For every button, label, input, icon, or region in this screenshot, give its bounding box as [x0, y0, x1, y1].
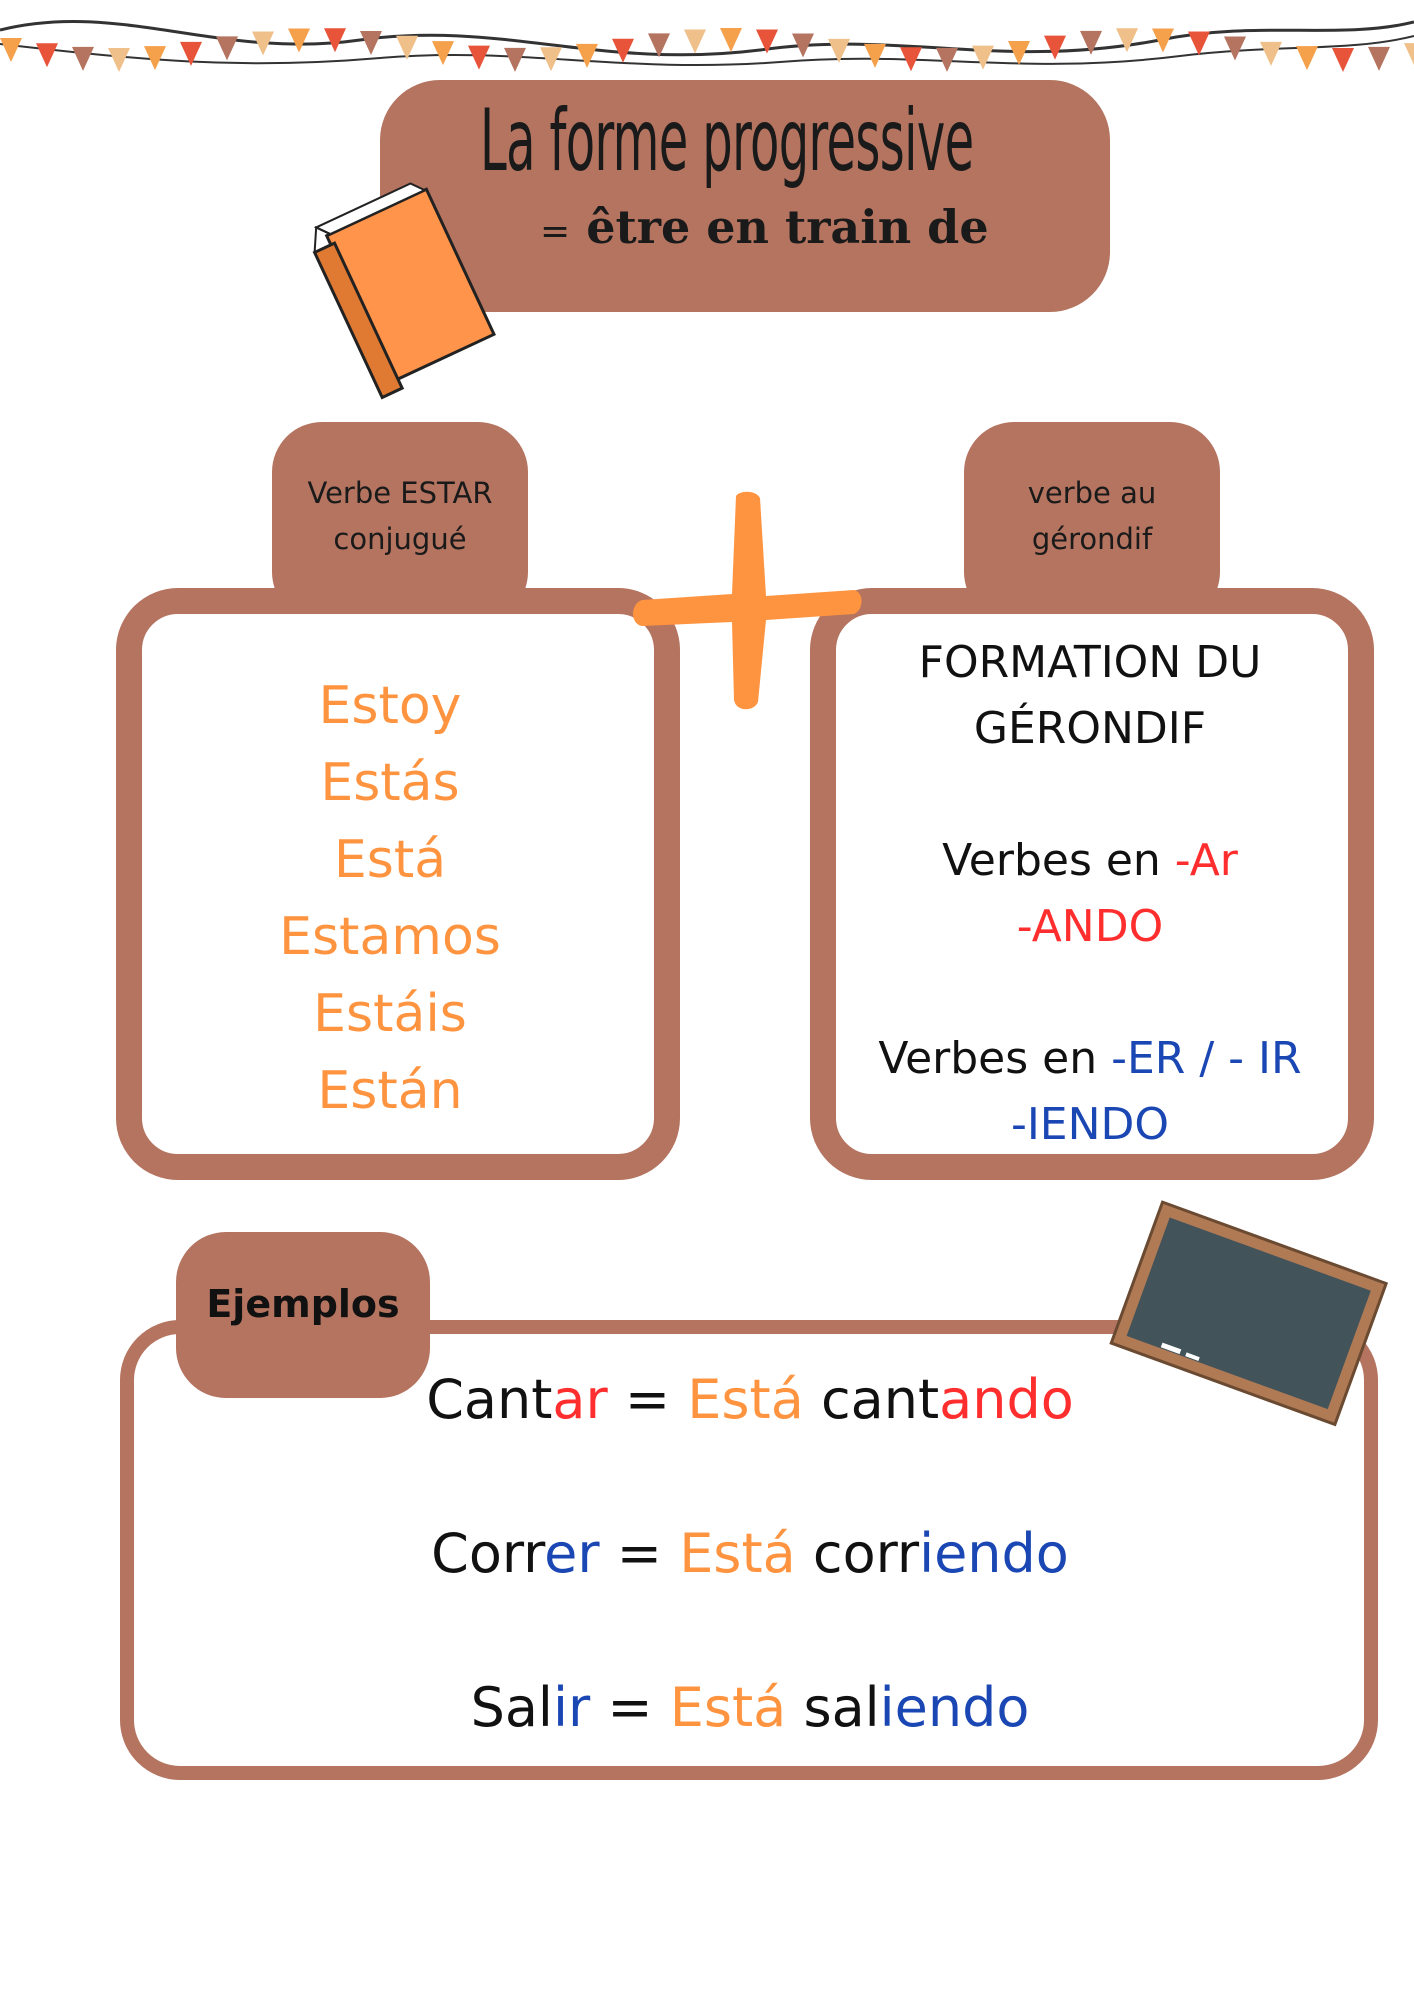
example-stem: Cant [426, 1368, 553, 1431]
conjugation-item: Están [317, 1061, 463, 1121]
page-title: La forme progressive [480, 91, 974, 191]
bunting-flag [1188, 31, 1210, 56]
bunting-flag [972, 45, 994, 70]
example-space [786, 1676, 803, 1739]
example-equals: = [590, 1676, 670, 1739]
bunting-flag [432, 41, 454, 66]
book-icon [312, 182, 496, 400]
conjugation-list: Estoy Estás Está Estamos Estáis Están [240, 668, 540, 1130]
formation-text: FORMATION DU GÉRONDIF Verbes en -Ar -AND… [840, 630, 1340, 1158]
example-gerund-stem: cant [820, 1368, 940, 1431]
example-aux: Está [669, 1676, 787, 1739]
formation-heading-line1: FORMATION DU [918, 637, 1262, 688]
example-space [796, 1522, 813, 1585]
ar-rule-prefix: Verbes en [942, 835, 1175, 886]
bunting-flag [1296, 46, 1318, 71]
conjugation-card [116, 588, 680, 1180]
bunting-flag [180, 41, 202, 66]
ar-rule: Verbes en -Ar [840, 828, 1340, 894]
bunting-flag [468, 45, 490, 70]
example-gerund-ending: ando [939, 1368, 1074, 1431]
bunting-flag [576, 43, 598, 68]
example-gerund-ending: iendo [919, 1522, 1069, 1585]
examples-label: Ejemplos [206, 1282, 400, 1326]
chalkboard-icon [1109, 1200, 1388, 1427]
example-gerund-stem: sal [803, 1676, 880, 1739]
example-gerund-stem: corr [812, 1522, 920, 1585]
bunting-flag [1368, 46, 1390, 71]
formation-card [810, 588, 1374, 1180]
bunting-flag [252, 31, 274, 56]
example-ending: er [544, 1522, 600, 1585]
bunting-flag [144, 46, 166, 71]
bunting-flag [900, 47, 922, 72]
bunting-flag [684, 29, 706, 54]
bunting-flag [1044, 35, 1066, 60]
bunting-flag [360, 30, 382, 55]
bunting-flag [792, 33, 814, 58]
bunting-flag [1224, 36, 1246, 61]
bunting-flag [72, 46, 94, 71]
bunting-decoration [0, 19, 1414, 72]
bunting-flag [756, 29, 778, 54]
example-gerund-ending: iendo [879, 1676, 1030, 1739]
estar-tab-line1: Verbe ESTAR [307, 476, 493, 510]
er-rule-prefix: Verbes en [878, 1033, 1112, 1084]
conjugation-item: Estáis [313, 984, 467, 1044]
bunting-flag [396, 35, 418, 60]
conjugation-item: Está [333, 830, 447, 890]
example-equals: = [607, 1368, 688, 1431]
example-line: Cantar = Está cantando [200, 1368, 1300, 1431]
conjugation-item: Estoy [318, 676, 462, 736]
ar-ending: -Ar [1174, 835, 1238, 886]
page-subtitle: = être en train de [540, 200, 989, 254]
bunting-flag [612, 38, 634, 63]
bunting-flag [1152, 28, 1174, 53]
bunting-flag [504, 47, 526, 72]
example-space [804, 1368, 821, 1431]
example-ending: ar [552, 1368, 608, 1431]
bunting-flag [864, 43, 886, 68]
bunting-flag [1260, 41, 1282, 66]
bunting-flag [936, 47, 958, 72]
gerund-tab-line2: gérondif [1031, 522, 1153, 556]
formation-heading-line2: GÉRONDIF [973, 703, 1207, 754]
gerund-tab-line1: verbe au [1027, 476, 1157, 510]
example-equals: = [599, 1522, 680, 1585]
bunting-flag [36, 43, 58, 68]
subtitle-equals: = [540, 211, 571, 252]
bunting-flag [828, 38, 850, 63]
plus-icon [633, 491, 862, 710]
example-aux: Está [679, 1522, 796, 1585]
bunting-flag [1332, 47, 1354, 72]
conjugation-item: Estás [320, 753, 460, 813]
bunting-flag [648, 33, 670, 58]
example-stem: Corr [431, 1522, 545, 1585]
bunting-flag [720, 28, 742, 53]
examples-tab [176, 1232, 430, 1398]
example-line: Salir = Está saliendo [200, 1676, 1300, 1739]
bunting-flag [216, 36, 238, 61]
bunting-flag [540, 47, 562, 72]
bunting-flag [324, 28, 346, 53]
bunting-flag [1008, 41, 1030, 66]
ar-result: -ANDO [1016, 901, 1164, 952]
bunting-flag [1116, 28, 1138, 53]
example-aux: Está [687, 1368, 804, 1431]
er-ir-rule: Verbes en -ER / - IR [840, 1026, 1340, 1092]
bunting-flag [1080, 30, 1102, 55]
example-line: Correr = Está corriendo [200, 1522, 1300, 1585]
bunting-flag [1404, 43, 1414, 65]
bunting-flag [108, 47, 130, 72]
bunting-flag [288, 28, 310, 53]
estar-tab-line2: conjugué [333, 522, 467, 556]
bunting-flag [0, 38, 22, 62]
er-ir-result: -IENDO [1010, 1099, 1170, 1150]
conjugation-item: Estamos [279, 907, 501, 967]
title-box [380, 80, 1110, 312]
example-ending: ir [552, 1676, 591, 1739]
example-stem: Sal [470, 1676, 553, 1739]
subtitle-text: être en train de [586, 200, 989, 254]
er-ir-ending: -ER / - IR [1111, 1033, 1302, 1084]
